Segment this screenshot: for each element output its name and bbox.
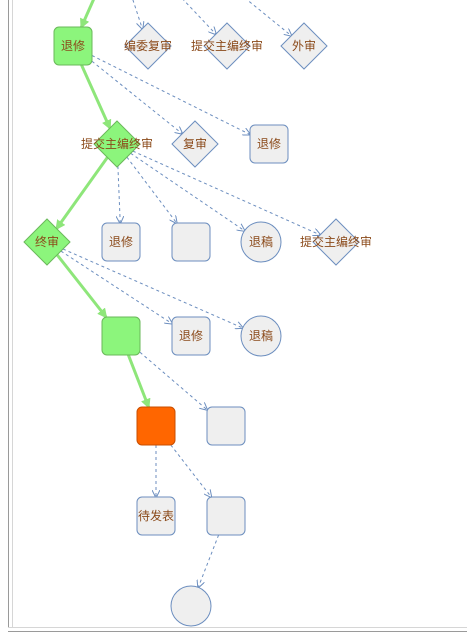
edge-top-to-n_waishen (246, 0, 291, 36)
node-n_waishen[interactable]: 外审 (280, 22, 328, 70)
node-shape (240, 315, 282, 357)
node-shape (101, 222, 141, 262)
node-n_green_box[interactable] (101, 316, 141, 356)
frame-left-border (8, 0, 13, 628)
node-label: 退修 (257, 136, 281, 151)
node-shape (312, 218, 360, 266)
node-label: 提交主编终审 (191, 38, 263, 53)
node-label: 待发表 (138, 508, 174, 523)
edge-n_zhongshen-to-n_tuixiu4 (60, 250, 172, 324)
edge-n_tijiao_main-to-n_zhongshen (55, 156, 109, 231)
node-n_tuixiu4[interactable]: 退修 (171, 316, 211, 356)
node-label: 退稿 (249, 328, 273, 343)
node-label: 提交主编终审 (300, 234, 372, 249)
node-shape (136, 496, 176, 536)
node-shape (23, 218, 71, 266)
node-shape (124, 22, 172, 70)
node-n_bianwei[interactable]: 编委复审 (124, 22, 172, 70)
edge-n_tuixiu1-to-n_fushen (91, 60, 182, 133)
node-n_tuigao1[interactable]: 退稿 (240, 221, 282, 263)
node-label: 退修 (179, 328, 203, 343)
node-n_zhongshen[interactable]: 终审 (23, 218, 71, 266)
node-shape (280, 22, 328, 70)
node-shape (171, 222, 211, 262)
node-shape (53, 26, 93, 66)
edge-n_green_box-to-n_blank2 (139, 351, 207, 409)
edge-n_tijiao_main-to-n_tuixiu3 (118, 166, 120, 223)
node-n_end[interactable] (170, 585, 212, 627)
node-shape (136, 406, 176, 446)
edge-n_tijiao_main-to-n_tijiao_right (132, 150, 320, 235)
node-n_tuigao2[interactable]: 退稿 (240, 315, 282, 357)
node-shape (206, 496, 246, 536)
node-label: 退稿 (249, 234, 273, 249)
node-n_fushen[interactable]: 复审 (171, 120, 219, 168)
edge-n_tijiao_main-to-n_blank1 (126, 156, 177, 223)
node-n_tuixiu1[interactable]: 退修 (53, 26, 93, 66)
node-n_tijiao_top[interactable]: 提交主编终审 (191, 22, 263, 70)
node-label: 复审 (183, 136, 207, 151)
node-n_blank3[interactable] (206, 496, 246, 536)
edge-n_green_box-to-n_current (126, 354, 151, 409)
node-shape (101, 316, 141, 356)
node-n_daifabiao[interactable]: 待发表 (136, 496, 176, 536)
node-shape (93, 120, 141, 168)
edge-top-to-n_tuixiu1 (80, 0, 95, 29)
edge-top-to-n_bianwei (132, 0, 142, 29)
node-label: 退修 (109, 234, 133, 249)
node-shape (240, 221, 282, 263)
node-n_blank2[interactable] (206, 406, 246, 446)
node-shape (206, 406, 246, 446)
node-n_tijiao_right[interactable]: 提交主编终审 (300, 218, 372, 266)
node-n_tuixiu3[interactable]: 退修 (101, 222, 141, 262)
node-label: 外审 (292, 38, 316, 53)
node-shape (203, 22, 251, 70)
nodes-layer: 退修编委复审提交主编终审外审提交主编终审复审退修终审退修退稿提交主编终审退修退稿… (23, 22, 372, 627)
edge-n_zhongshen-to-n_tuigao2 (62, 248, 243, 328)
node-label: 退修 (61, 38, 85, 53)
node-label: 编委复审 (124, 38, 172, 53)
node-shape (171, 120, 219, 168)
edge-n_blank3-to-n_end (198, 534, 220, 587)
edge-top-to-n_tijiao_top (182, 0, 216, 34)
node-label: 提交主编终审 (81, 136, 153, 151)
node-label: 终审 (35, 234, 59, 249)
edge-n_tuixiu1-to-n_tijiao_main (80, 64, 112, 130)
node-n_current[interactable] (136, 406, 176, 446)
node-shape (171, 316, 211, 356)
edge-n_zhongshen-to-n_green_box (55, 253, 108, 319)
edge-n_current-to-n_blank3 (170, 444, 211, 497)
node-n_blank1[interactable] (171, 222, 211, 262)
node-shape (170, 585, 212, 627)
node-shape (249, 124, 289, 164)
edges-layer (55, 0, 321, 587)
node-n_tijiao_main[interactable]: 提交主编终审 (81, 120, 153, 168)
edge-n_tijiao_main-to-n_tuigao1 (130, 152, 245, 230)
node-n_tuixiu2[interactable]: 退修 (249, 124, 289, 164)
